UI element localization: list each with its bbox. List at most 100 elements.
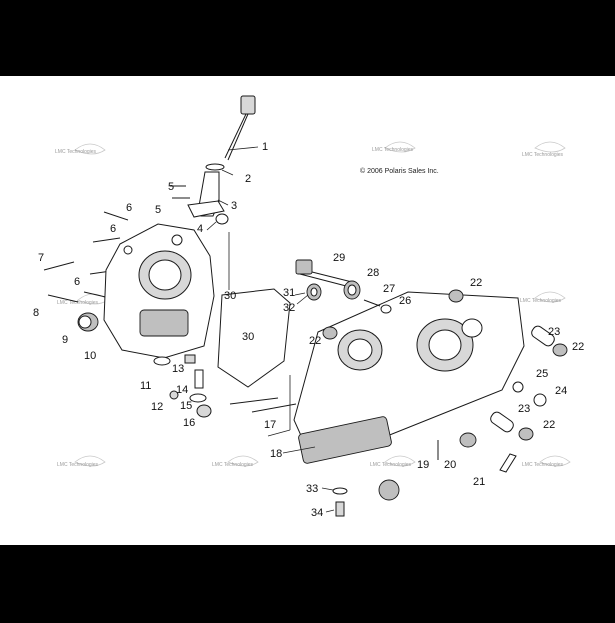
svg-text:LMC Technologies: LMC Technologies xyxy=(370,462,412,468)
seal xyxy=(533,393,547,407)
callout-31: 31 xyxy=(283,287,295,299)
callout-32: 32 xyxy=(283,302,295,314)
svg-text:LMC Technologies: LMC Technologies xyxy=(372,147,414,153)
callout-5b: 5 xyxy=(155,204,161,216)
callout-26: 26 xyxy=(399,295,411,307)
callout-25: 25 xyxy=(536,368,548,380)
callout-22c: 22 xyxy=(572,341,584,353)
watermark: LMC Technologies xyxy=(370,455,416,468)
callout-18: 18 xyxy=(270,448,282,460)
watermarks: LMC Technologies LMC Technologies LMC Te… xyxy=(55,141,571,468)
svg-text:LMC Technologies: LMC Technologies xyxy=(212,462,254,468)
callout-13: 13 xyxy=(172,363,184,375)
watermark: LMC Technologies xyxy=(55,143,106,155)
fitting xyxy=(184,354,196,364)
bolt xyxy=(363,299,381,307)
callout-33: 33 xyxy=(306,483,318,495)
dowel-pin xyxy=(531,325,555,347)
callout-24: 24 xyxy=(555,385,567,397)
spring xyxy=(194,369,204,389)
callout-21: 21 xyxy=(473,476,485,488)
callout-16: 16 xyxy=(183,417,195,429)
bushing xyxy=(552,343,568,357)
callout-22b: 22 xyxy=(309,335,321,347)
callout-12: 12 xyxy=(151,401,163,413)
callout-2: 2 xyxy=(245,173,251,185)
callout-20: 20 xyxy=(444,459,456,471)
callout-1: 1 xyxy=(262,141,268,153)
o-ring-small xyxy=(189,393,207,403)
callout-3: 3 xyxy=(231,200,237,212)
callout-22a: 22 xyxy=(470,277,482,289)
callout-6b: 6 xyxy=(110,223,116,235)
watermark: LMC Technologies xyxy=(372,141,416,153)
callout-17: 17 xyxy=(264,419,276,431)
copyright-text: © 2006 Polaris Sales Inc. xyxy=(360,167,439,175)
svg-text:LMC Technologies: LMC Technologies xyxy=(57,300,99,306)
svg-text:LMC Technologies: LMC Technologies xyxy=(522,152,564,158)
svg-text:LMC Technologies: LMC Technologies xyxy=(57,462,99,468)
callout-4: 4 xyxy=(197,223,203,235)
mount-bushing xyxy=(378,479,400,501)
kick-shaft xyxy=(295,259,353,288)
callout-11: 11 xyxy=(140,380,151,392)
callout-6c: 6 xyxy=(74,276,80,288)
callout-5: 5 xyxy=(168,181,174,193)
callout-14: 14 xyxy=(176,384,188,396)
svg-text:LMC Technologies: LMC Technologies xyxy=(55,149,97,155)
callout-23b: 23 xyxy=(518,403,530,415)
gasket xyxy=(217,288,291,388)
watermark: LMC Technologies xyxy=(522,141,566,158)
washer xyxy=(332,487,348,495)
o-ring xyxy=(205,163,225,171)
top-black-band xyxy=(0,0,615,76)
callout-15: 15 xyxy=(180,400,192,412)
seal xyxy=(153,356,171,366)
bushing xyxy=(448,289,464,303)
watermark: LMC Technologies xyxy=(57,455,106,468)
svg-text:LMC Technologies: LMC Technologies xyxy=(522,462,564,468)
callout-8: 8 xyxy=(33,307,39,319)
studs xyxy=(229,397,297,413)
bushing xyxy=(322,326,338,340)
bushing xyxy=(518,427,534,441)
callout-7: 7 xyxy=(38,252,44,264)
callout-6: 6 xyxy=(126,202,132,214)
callout-27: 27 xyxy=(383,283,395,295)
clip xyxy=(499,453,517,473)
watermark: LMC Technologies xyxy=(522,455,571,468)
washer xyxy=(215,213,229,225)
callout-9: 9 xyxy=(62,334,68,346)
washer xyxy=(380,304,392,314)
callout-22d: 22 xyxy=(543,419,555,431)
parts-diagram: LMC Technologies LMC Technologies LMC Te… xyxy=(0,76,615,545)
bushing xyxy=(77,312,99,332)
callout-30b: 30 xyxy=(242,331,254,343)
bolt xyxy=(335,501,345,517)
callout-29: 29 xyxy=(333,252,345,264)
callout-23a: 23 xyxy=(548,326,560,338)
watermark: LMC Technologies xyxy=(212,455,259,468)
bolts-left xyxy=(43,185,190,303)
callout-30a: 30 xyxy=(224,290,236,302)
seal xyxy=(459,432,477,448)
callout-28: 28 xyxy=(367,267,379,279)
plug xyxy=(169,390,179,400)
oil-fill-tube xyxy=(187,171,225,218)
watermark: LMC Technologies xyxy=(520,291,566,304)
svg-text:LMC Technologies: LMC Technologies xyxy=(520,298,562,304)
bottom-black-band xyxy=(0,545,615,623)
seal xyxy=(512,381,524,393)
bearing xyxy=(343,280,361,300)
bearing xyxy=(306,283,322,301)
callout-34: 34 xyxy=(311,507,323,519)
callout-19: 19 xyxy=(417,459,429,471)
exploded-view-svg: LMC Technologies LMC Technologies LMC Te… xyxy=(33,95,584,519)
callout-10: 10 xyxy=(84,350,96,362)
drain-plug xyxy=(196,404,212,418)
dowel-pin xyxy=(490,411,514,433)
oil-dipstick xyxy=(224,95,256,161)
right-crankcase xyxy=(293,291,525,464)
callout-numbers: 1 2 3 4 5 5 6 6 6 7 8 9 10 11 12 13 14 1… xyxy=(33,141,584,519)
left-crankcase xyxy=(103,223,215,359)
